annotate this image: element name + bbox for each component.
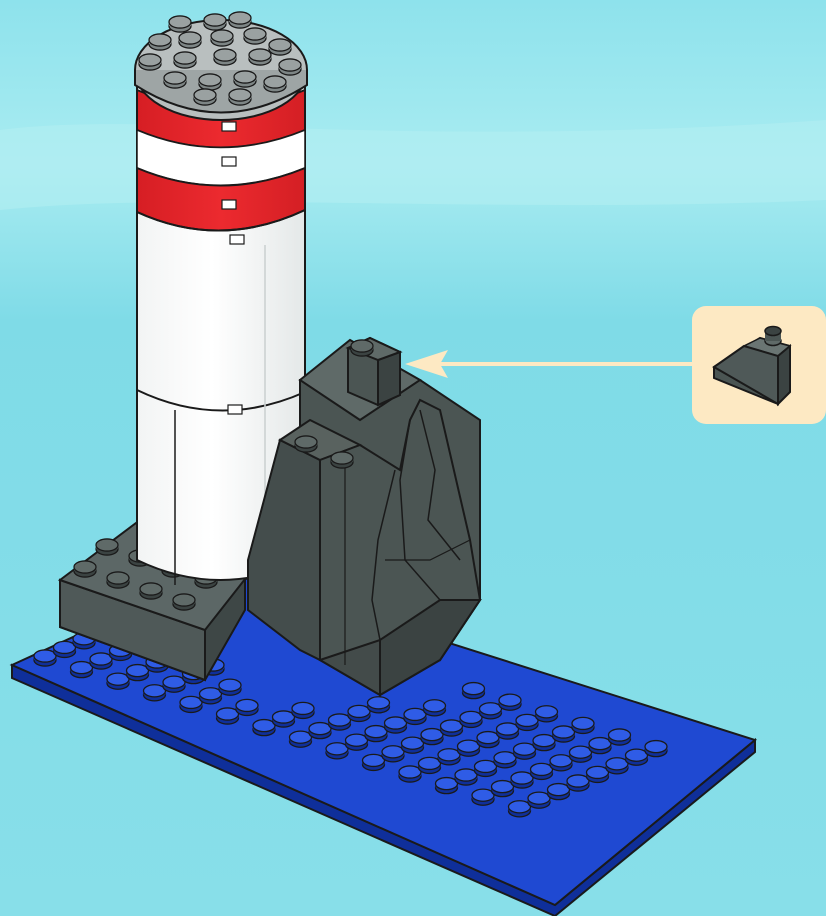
baseplate-stud (438, 749, 460, 765)
baseplate-stud (404, 708, 426, 724)
baseplate-stud (273, 711, 295, 727)
baseplate-stud (363, 754, 385, 770)
baseplate-stud (329, 714, 351, 730)
baseplate-stud (499, 694, 521, 710)
rock-stud (331, 452, 353, 468)
baseplate-stud (421, 729, 443, 745)
baseplate-stud (626, 749, 648, 765)
baseplate-stud (200, 688, 222, 704)
brick-stud (74, 561, 96, 577)
baseplate-stud (477, 732, 499, 748)
baseplate-stud (480, 703, 502, 719)
round-plate-stud (269, 39, 291, 55)
baseplate-stud (497, 723, 519, 739)
baseplate-stud (460, 711, 482, 727)
baseplate-stud (348, 705, 370, 721)
round-plate-stud (244, 28, 266, 44)
baseplate-stud (511, 772, 533, 788)
round-plate-stud (179, 32, 201, 48)
round-plate-stud (229, 89, 251, 105)
baseplate-stud (528, 792, 550, 808)
baseplate-stud (609, 729, 631, 745)
baseplate-stud (217, 708, 239, 724)
baseplate-stud (531, 763, 553, 779)
baseplate-stud (382, 746, 404, 762)
round-plate-stud (199, 74, 221, 90)
baseplate-stud (424, 700, 446, 716)
baseplate-stud (572, 717, 594, 733)
baseplate-stud (385, 717, 407, 733)
brick-stud (173, 594, 195, 610)
round-plate-stud (149, 34, 171, 50)
baseplate-stud (492, 781, 514, 797)
baseplate-stud (399, 766, 421, 782)
baseplate-stud (509, 801, 531, 817)
background-highlight (0, 120, 826, 210)
baseplate-stud (127, 665, 149, 681)
baseplate-stud (475, 760, 497, 776)
baseplate-stud (645, 741, 667, 757)
baseplate-stud (368, 697, 390, 713)
round-plate-stud (279, 59, 301, 75)
round-plate-stud (211, 30, 233, 46)
baseplate-stud (463, 683, 485, 699)
brick-stud (96, 539, 118, 555)
baseplate-stud (514, 743, 536, 759)
baseplate-stud (326, 743, 348, 759)
baseplate-stud (309, 723, 331, 739)
baseplate-stud (570, 746, 592, 762)
baseplate-stud (419, 757, 441, 773)
baseplate-stud (236, 699, 258, 715)
brick-stud (107, 572, 129, 588)
baseplate-stud (516, 714, 538, 730)
baseplate-stud (54, 641, 76, 657)
baseplate-stud (34, 650, 56, 666)
round-plate-stud (264, 76, 286, 92)
baseplate-stud (163, 676, 185, 692)
round-plate-stud (139, 54, 161, 70)
baseplate-stud (494, 752, 516, 768)
baseplate-stud (107, 673, 129, 689)
baseplate-stud (144, 685, 166, 701)
baseplate-stud (436, 778, 458, 794)
baseplate-stud (533, 735, 555, 751)
baseplate-stud (587, 766, 609, 782)
round-plate-stud (174, 52, 196, 68)
round-plate-stud (234, 71, 256, 87)
baseplate-stud (292, 702, 314, 718)
round-plate-stud (169, 16, 191, 32)
baseplate-stud (90, 653, 112, 669)
round-plate-stud (194, 89, 216, 105)
brick-stud (140, 583, 162, 599)
baseplate-stud (606, 758, 628, 774)
round-plate-stud (204, 14, 226, 30)
baseplate-stud (219, 679, 241, 695)
baseplate-stud (536, 706, 558, 722)
round-plate-stud (249, 49, 271, 65)
baseplate-stud (548, 784, 570, 800)
baseplate-stud (550, 755, 572, 771)
round-plate-stud (214, 49, 236, 65)
baseplate-stud (290, 731, 312, 747)
baseplate-stud (567, 775, 589, 791)
baseplate-stud (346, 734, 368, 750)
baseplate-stud (455, 769, 477, 785)
baseplate-stud (458, 740, 480, 756)
rock-stud (295, 436, 317, 452)
baseplate-stud (253, 720, 275, 736)
baseplate-stud (402, 737, 424, 753)
baseplate-stud (472, 789, 494, 805)
baseplate-stud (441, 720, 463, 736)
rock-stud (351, 340, 373, 356)
baseplate-stud (553, 726, 575, 742)
baseplate-stud (71, 662, 93, 678)
baseplate-stud (589, 738, 611, 754)
baseplate-stud (365, 726, 387, 742)
baseplate-stud (180, 696, 202, 712)
parts-callout (692, 306, 826, 424)
round-plate-stud (229, 12, 251, 28)
round-plate-stud (164, 72, 186, 88)
